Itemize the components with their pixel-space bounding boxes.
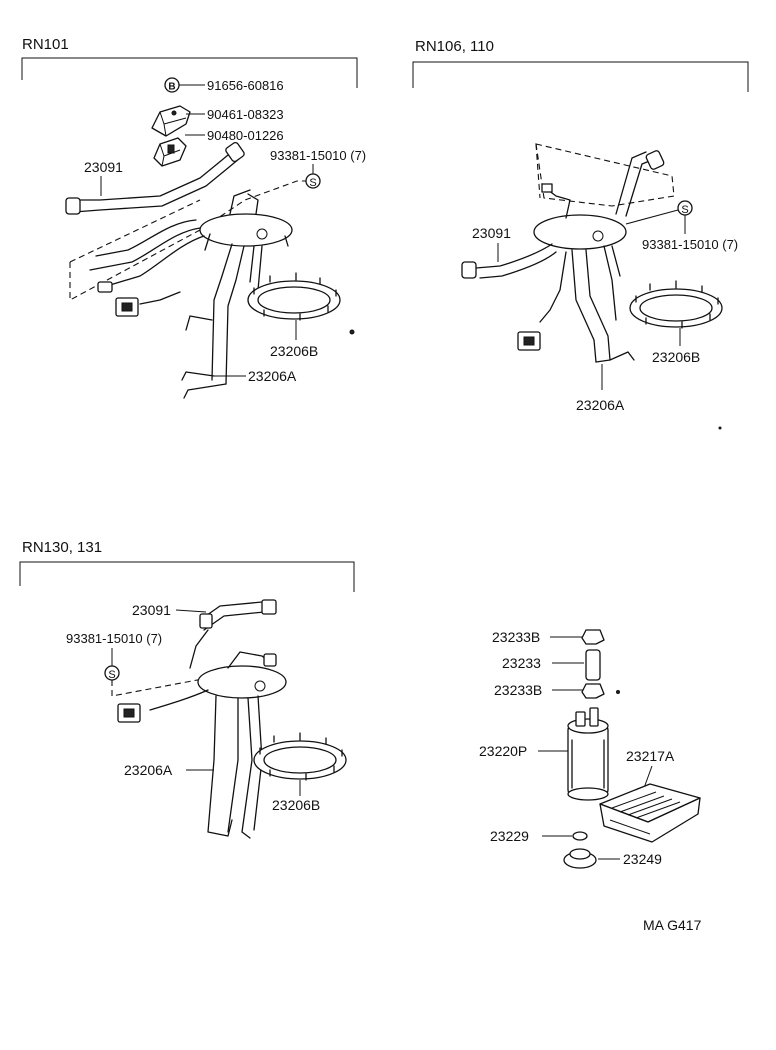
part-label-23091: 23091 xyxy=(84,159,123,175)
fuel-filter-icon xyxy=(599,783,701,843)
clamp-icon xyxy=(151,105,191,137)
assembly-dashed-outline xyxy=(69,180,306,301)
gasket-ring-icon xyxy=(253,732,347,781)
bolt-mark: B xyxy=(168,82,175,93)
seal-mark: S xyxy=(309,177,316,189)
section-rn106-110: RN106, 110 S 93381-15010 (7) xyxy=(412,38,749,413)
part-label-23206a: 23206A xyxy=(248,368,297,384)
washer-icon xyxy=(572,831,588,841)
pump-bracket-assembly-icon xyxy=(461,150,665,363)
fuel-hose-icon xyxy=(585,649,601,681)
section-fuel-pump: 23233B 23233 23233B 23220P 23217A 23229 xyxy=(479,629,701,869)
grommet-icon xyxy=(563,848,597,869)
pump-bracket-assembly-icon xyxy=(89,189,293,399)
bullet-dot xyxy=(718,426,722,430)
part-label-23233b-bottom: 23233B xyxy=(494,682,542,698)
section-title-rn106-110: RN106, 110 xyxy=(415,38,494,55)
part-label-23091: 23091 xyxy=(132,602,171,618)
figure-code: MA G417 xyxy=(643,917,702,933)
section-title-rn130-131: RN130, 131 xyxy=(22,539,102,556)
leader-line xyxy=(175,609,207,613)
part-label-23249: 23249 xyxy=(623,851,662,867)
section-rn130-131: RN130, 131 23091 93381-15010 (7) S xyxy=(19,539,355,839)
section-bracket-rn106-110 xyxy=(412,61,749,92)
gasket-ring-icon xyxy=(247,272,341,321)
part-label-23220p: 23220P xyxy=(479,743,527,759)
part-label-23206b: 23206B xyxy=(270,343,318,359)
clamp-icon xyxy=(153,137,187,167)
fuel-hose-icon xyxy=(65,141,245,215)
section-bracket-rn130-131 xyxy=(19,561,355,592)
part-label-23206b: 23206B xyxy=(652,349,700,365)
part-label-23206a: 23206A xyxy=(124,762,173,778)
seal-mark: S xyxy=(108,669,115,681)
section-title-rn101: RN101 xyxy=(22,36,69,53)
part-label-23233b-top: 23233B xyxy=(492,629,540,645)
leader-line xyxy=(625,209,679,225)
part-label-93381-15010: 93381-15010 (7) xyxy=(270,148,366,163)
part-label-93381-15010: 93381-15010 (7) xyxy=(642,237,738,252)
fuel-pump-icon xyxy=(567,707,609,801)
part-label-93381-15010: 93381-15010 (7) xyxy=(66,631,162,646)
part-label-23091: 23091 xyxy=(472,225,511,241)
clamp-icon xyxy=(581,629,605,645)
part-label-90480-01226: 90480-01226 xyxy=(207,128,284,143)
section-rn101: RN101 B 91656-60816 90461-08323 90480-01… xyxy=(21,36,366,399)
part-label-23233: 23233 xyxy=(502,655,541,671)
clamp-icon xyxy=(581,683,605,699)
part-label-23229: 23229 xyxy=(490,828,529,844)
part-label-23217a: 23217A xyxy=(626,748,675,764)
pump-bracket-assembly-icon xyxy=(117,599,287,839)
section-bracket-rn101 xyxy=(21,57,358,88)
part-label-90461-08323: 90461-08323 xyxy=(207,107,284,122)
bullet-dot xyxy=(616,690,620,694)
part-label-23206a: 23206A xyxy=(576,397,625,413)
seal-mark: S xyxy=(681,204,688,216)
assembly-dashed-outline xyxy=(69,199,201,263)
assembly-dashed-outline xyxy=(535,143,541,199)
part-label-91656-60816: 91656-60816 xyxy=(207,78,284,93)
leader-line xyxy=(643,765,653,789)
part-label-23206b: 23206B xyxy=(272,797,320,813)
bullet-dot xyxy=(349,329,355,335)
gasket-ring-icon xyxy=(629,280,723,329)
